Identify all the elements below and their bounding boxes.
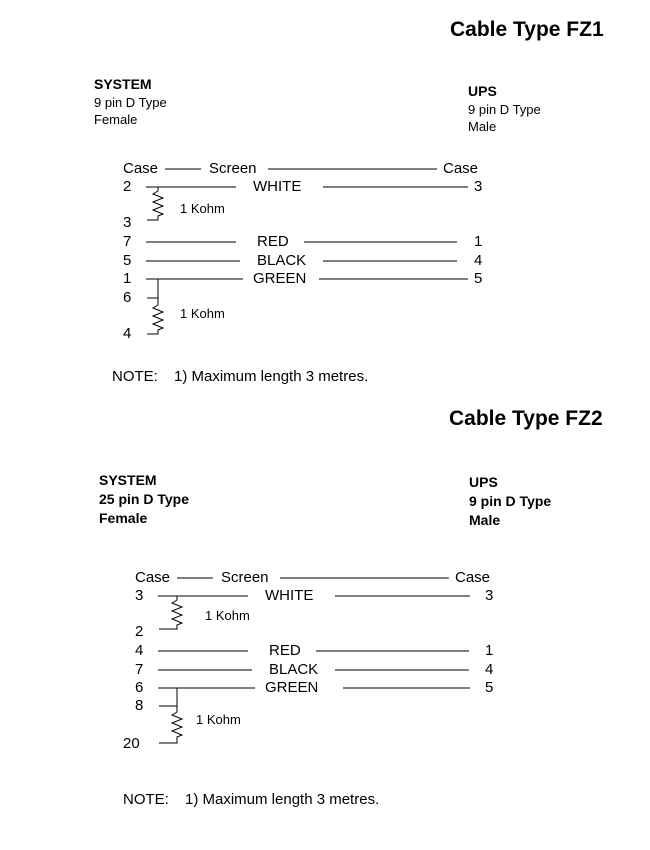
fz1-case-right: Case — [443, 160, 479, 177]
fz1-pin-left: 1 — [123, 270, 132, 287]
fz1-pin-right: 3 — [474, 178, 483, 195]
fz1-ups-heading: UPS — [468, 83, 497, 99]
fz2-case-right: Case — [455, 569, 491, 586]
fz1-resistor-label: 1 Kohm — [180, 306, 225, 321]
fz1-wire-color: RED — [257, 233, 289, 250]
fz1-resistor-1 — [147, 187, 165, 221]
fz2-resistor-2 — [159, 706, 184, 744]
fz2-note-prefix: NOTE: — [123, 791, 169, 808]
fz1-pin-left: 6 — [123, 289, 132, 306]
fz1-pin-right: 5 — [474, 270, 483, 287]
fz1-ups-connector: 9 pin D Type — [468, 102, 541, 117]
fz1-system-heading: SYSTEM — [94, 76, 152, 92]
fz2-wire-color: BLACK — [269, 661, 319, 678]
fz2-system-heading: SYSTEM — [99, 472, 157, 488]
fz1-system-connector: 9 pin D Type — [94, 95, 167, 110]
fz1-resistor-2 — [147, 298, 165, 335]
fz2-wire-color: WHITE — [265, 587, 314, 604]
fz1-ups-gender: Male — [468, 119, 497, 134]
fz2-note: 1) Maximum length 3 metres. — [185, 791, 380, 808]
fz2-ups-gender: Male — [469, 512, 501, 528]
fz1-title: Cable Type FZ1 — [450, 18, 604, 41]
fz2-resistor-label: 1 Kohm — [196, 712, 241, 727]
fz1-pin-right: 1 — [474, 233, 483, 250]
fz2-wire-color: GREEN — [265, 679, 319, 696]
fz1-pin-right: 4 — [474, 252, 483, 269]
fz2-resistor-label: 1 Kohm — [205, 608, 250, 623]
fz1-wire-color: BLACK — [257, 252, 307, 269]
fz1-pin-left: 5 — [123, 252, 132, 269]
fz1-note-prefix: NOTE: — [112, 368, 158, 385]
fz2-system-connector: 25 pin D Type — [99, 491, 189, 507]
fz2-case-left: Case — [135, 569, 171, 586]
fz2-pin-right: 1 — [485, 642, 494, 659]
fz2-pin-left: 4 — [135, 642, 144, 659]
fz2-wire-color: RED — [269, 642, 301, 659]
fz2-pin-right: 5 — [485, 679, 494, 696]
fz2-pin-left: 6 — [135, 679, 144, 696]
fz1-pin-left: 7 — [123, 233, 132, 250]
fz2-pin-left: 7 — [135, 661, 144, 678]
fz2-ups-connector: 9 pin D Type — [469, 493, 552, 509]
fz2-pin-left: 20 — [123, 735, 140, 752]
fz1-note: 1) Maximum length 3 metres. — [174, 368, 369, 385]
fz2-title: Cable Type FZ2 — [449, 407, 603, 430]
fz2-pin-left: 3 — [135, 587, 144, 604]
fz2-pin-right: 4 — [485, 661, 494, 678]
fz1-resistor-label: 1 Kohm — [180, 201, 225, 216]
fz2-ups-heading: UPS — [469, 474, 498, 490]
fz2-system-gender: Female — [99, 510, 148, 526]
fz1-screen-label: Screen — [209, 160, 257, 177]
fz1-pin-left: 3 — [123, 214, 132, 231]
fz1-pin-left: 2 — [123, 178, 132, 195]
fz2-pin-left: 2 — [135, 623, 144, 640]
fz1-case-left: Case — [123, 160, 159, 177]
fz1-pin-left: 4 — [123, 325, 132, 342]
fz1-wire-color: WHITE — [253, 178, 302, 195]
fz2-pin-left: 8 — [135, 697, 144, 714]
fz2-resistor-1 — [159, 596, 184, 630]
fz2-screen-label: Screen — [221, 569, 269, 586]
fz2-pin-right: 3 — [485, 587, 494, 604]
fz1-system-gender: Female — [94, 112, 138, 127]
fz1-wire-color: GREEN — [253, 270, 307, 287]
